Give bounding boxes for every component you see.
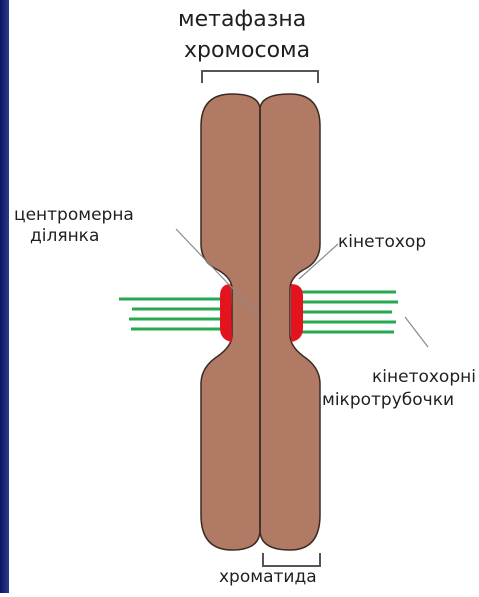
chromatid-bracket — [263, 553, 320, 566]
left-edge-band — [0, 0, 9, 593]
kinetochore-label: кінетохор — [338, 233, 426, 252]
microtubules-label-line-2: мікротрубочки — [322, 391, 454, 410]
microtubules-label-line-1: кінетохорні — [372, 368, 476, 387]
title-bracket — [202, 71, 318, 83]
kinetochore-right — [291, 284, 303, 342]
microtubules-right — [298, 292, 398, 332]
centromere-label-line-2: ділянка — [30, 227, 99, 246]
kinetochore-left — [220, 284, 232, 342]
microtubules-left — [119, 299, 226, 329]
centromere-label-line-1: центромерна — [14, 206, 134, 225]
chromatid-label: хроматида — [219, 568, 317, 587]
title-line-1: метафазна — [178, 8, 306, 32]
title-line-2: хромосома — [184, 39, 310, 63]
